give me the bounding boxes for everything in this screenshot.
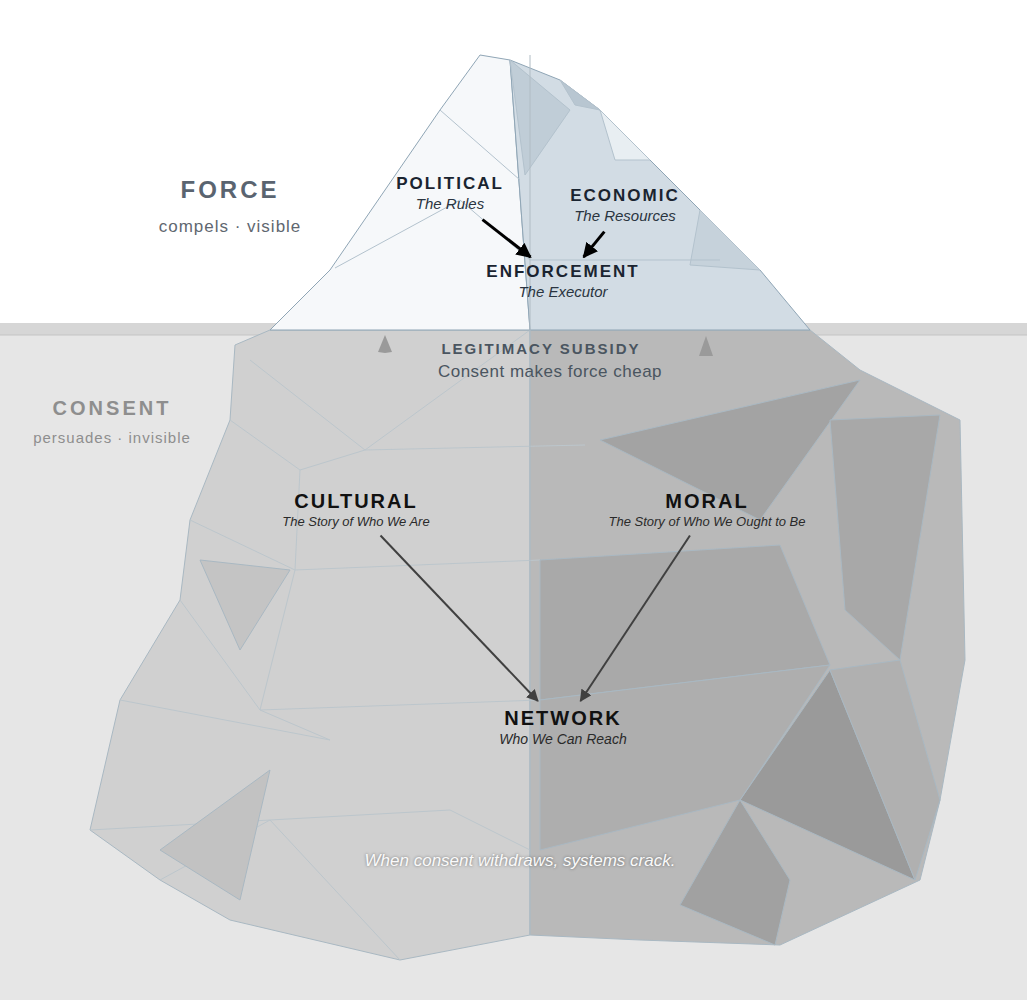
force-node: POLITICALThe Rules [392, 172, 508, 217]
node-title: MORAL [608, 489, 805, 513]
connector-arrow [381, 536, 538, 701]
consent-node: MORALThe Story of Who We Ought to Be [604, 487, 809, 533]
section-subheading: persuades · invisible [33, 429, 191, 446]
force-node: ECONOMICThe Resources [566, 184, 684, 229]
connector-arrow [483, 220, 531, 257]
connector-arrow [584, 232, 605, 257]
node-subtitle: Who We Can Reach [499, 730, 626, 749]
node-subtitle: The Resources [570, 206, 680, 226]
node-subtitle: The Story of Who We Ought to Be [608, 513, 805, 531]
node-title: ECONOMIC [570, 186, 680, 206]
node-subtitle: The Story of Who We Are [282, 513, 429, 531]
node-subtitle: The Rules [396, 194, 504, 214]
node-subtitle: The Executor [486, 282, 639, 302]
band-subheading: Consent makes force cheap [438, 362, 662, 382]
consent-node: CULTURALThe Story of Who We Are [278, 487, 433, 533]
section-heading: CONSENT [53, 397, 172, 420]
node-title: POLITICAL [396, 174, 504, 194]
node-title: ENFORCEMENT [486, 262, 639, 282]
consent-node: NETWORKWho We Can Reach [495, 704, 630, 751]
band-heading: LEGITIMACY SUBSIDY [441, 340, 640, 357]
node-title: NETWORK [499, 706, 626, 730]
section-heading: FORCE [181, 176, 280, 204]
caption-note: When consent withdraws, systems crack. [365, 851, 676, 871]
section-subheading: compels · visible [159, 217, 302, 237]
force-node: ENFORCEMENTThe Executor [482, 260, 643, 305]
node-title: CULTURAL [282, 489, 429, 513]
connector-arrow [580, 536, 689, 701]
